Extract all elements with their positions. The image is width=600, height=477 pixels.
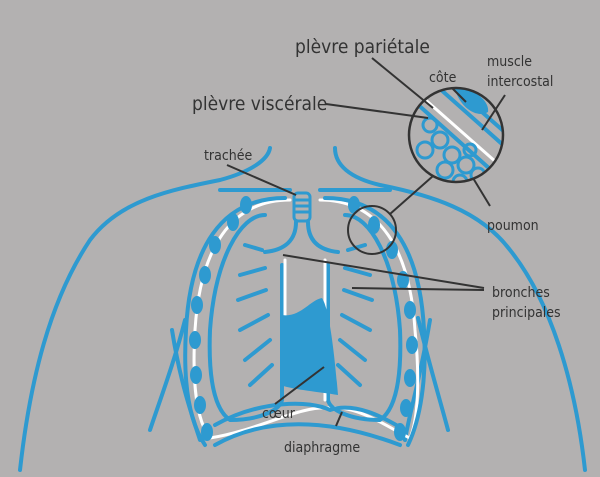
label-visceral-pleura: plèvre viscérale — [192, 93, 327, 115]
label-trachea: trachée — [204, 148, 252, 164]
label-lung: poumon — [487, 218, 539, 234]
trachea — [263, 191, 340, 254]
heart-and-mediastinum — [213, 258, 407, 447]
label-intercostal-muscle-1: muscle — [487, 54, 532, 70]
leader-lines — [226, 57, 506, 427]
label-bronchi-1: bronches — [492, 285, 550, 301]
zoom-inset — [347, 86, 505, 255]
label-intercostal-muscle-2: intercostal — [487, 74, 553, 90]
label-rib: côte — [429, 70, 457, 86]
label-bronchi-2: principales — [492, 305, 561, 321]
label-diaphragm: diaphragme — [284, 440, 360, 456]
label-parietal-pleura: plèvre pariétale — [295, 36, 430, 58]
label-heart: cœur — [262, 406, 296, 422]
